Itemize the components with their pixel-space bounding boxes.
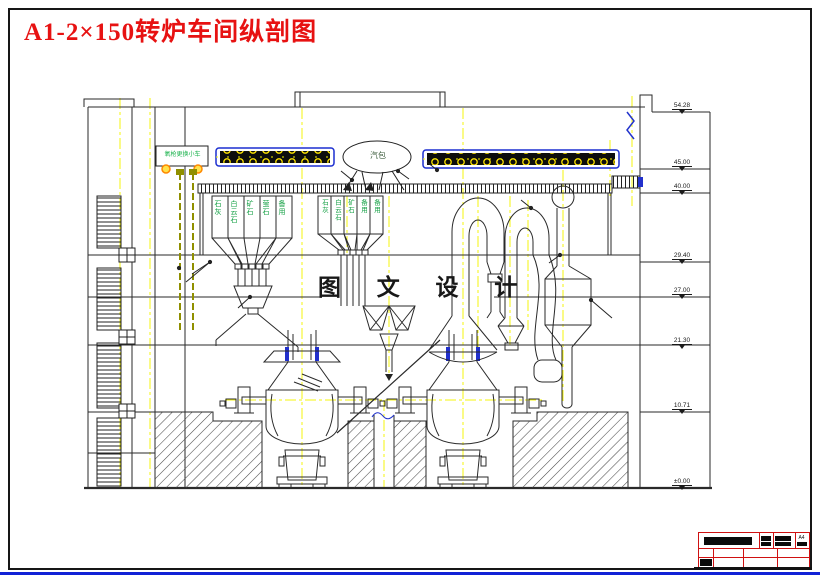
elevation-triangle-icon [679,345,685,349]
leader-marks [176,161,613,319]
border-thick-segment [694,567,812,570]
paper-size-label: A4 [798,535,805,541]
page-title: A1-2×150转炉车间纵剖图 [24,19,318,46]
bunker-b-label: 石灰 [320,199,328,214]
elevation-value: 27.00 [671,287,693,295]
weigh-hoppers [336,305,441,434]
sheet-bottom-edge [0,572,820,575]
elevation-triangle-icon [679,410,685,414]
title-block-line [777,548,778,567]
elevation-value: 29.40 [671,252,693,260]
elevation-marker: 21.30 [660,337,704,349]
elevation-triangle-icon [679,167,685,171]
bunker-group-b [317,195,384,306]
crane-girder-right [422,149,620,169]
bunker-a-label: 矿石 [246,200,253,216]
evaporative-cooler [544,185,592,409]
bunker-b-label: 矿石 [346,199,354,214]
bunker-a-label: 石灰 [214,200,221,216]
steam-drum-label: 汽包 [370,151,386,160]
bunker-a-label: 白云石 [230,200,237,224]
watermark-text: 图 文 设 计 [318,275,533,300]
redacted-bar [775,536,791,541]
steam-drum [342,140,412,191]
elevation-marker: 45.00 [660,159,704,171]
lance-trolley-label: 氧枪更换小车 [164,152,201,158]
elevation-marker: 10.71 [660,402,704,414]
elevation-marker: 40.00 [660,183,704,195]
elevation-value: 21.30 [671,337,693,345]
title-block-line [743,548,744,567]
redacted-bar [700,559,712,566]
crane-girder-left [215,147,335,167]
lance-trolley [155,145,209,174]
elevation-value: ±0.00 [671,478,693,486]
elevation-value: 10.71 [671,402,693,410]
redacted-bar [761,542,771,546]
title-block-line [699,548,809,549]
elevation-marker: 29.40 [660,252,704,264]
hood-duct-1 [428,197,505,351]
elevation-marker: 27.00 [660,287,704,299]
oxygen-lances [176,169,197,332]
staircases [96,195,136,487]
wall-break-mark [626,111,635,140]
elevation-triangle-icon [679,486,685,490]
elevation-value: 40.00 [671,183,693,191]
border-frame [8,8,812,570]
title-block-line [795,533,796,548]
slag-channel [371,412,395,421]
bunker-group-a [185,195,299,352]
bunker-b-label: 备用 [372,199,380,214]
converter-2 [386,330,547,489]
bunker-a-label: 备用 [278,200,285,216]
bunker-a-label: 萤石 [262,200,269,216]
redacted-bar [761,536,771,541]
elevation-value: 54.28 [671,102,693,110]
title-block-line [773,533,774,548]
hood-duct-2 [497,207,563,383]
elevation-triangle-icon [679,110,685,114]
redacted-bar [775,542,791,546]
foundations [154,411,629,489]
charging-truss [197,183,613,194]
elevation-triangle-icon [679,260,685,264]
rail-bracket [611,175,643,189]
title-block: A4 [698,532,810,568]
elevation-triangle-icon [679,295,685,299]
elevation-marker: 54.28 [660,102,704,114]
title-block-line [699,557,809,558]
title-block-line [759,533,760,548]
elevation-marker: ±0.00 [660,478,704,490]
bunker-b-label: 白云石 [333,199,341,222]
redacted-bar [704,537,752,545]
redacted-bar [797,542,807,546]
title-block-line [713,548,714,567]
elevation-triangle-icon [679,191,685,195]
bunker-b-label: 备用 [359,199,367,214]
elevation-value: 45.00 [671,159,693,167]
converter-1 [219,330,386,489]
